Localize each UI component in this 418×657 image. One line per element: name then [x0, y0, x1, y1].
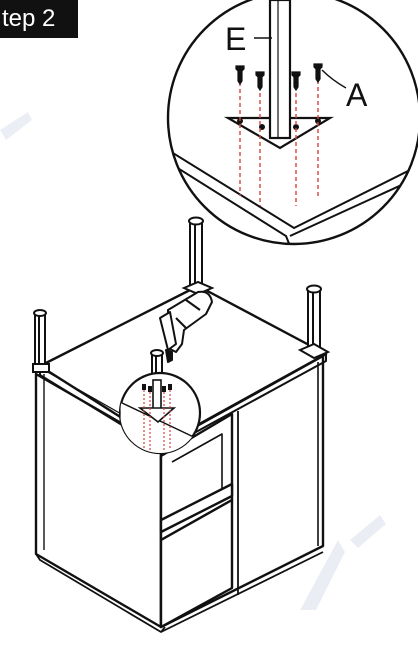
callout-label-a: A	[346, 77, 368, 113]
leg-e	[268, 0, 292, 140]
screw-icon	[235, 63, 323, 92]
leg-back	[181, 216, 215, 296]
callout-label-e: E	[225, 21, 247, 57]
cabinet-door	[159, 498, 234, 629]
power-drill-icon	[159, 290, 213, 363]
detail-circle-small	[118, 371, 202, 455]
leg-left	[32, 309, 50, 373]
cabinet-inner-shelf	[159, 482, 234, 534]
watermark	[0, 112, 386, 610]
step-title: tep 2	[0, 0, 78, 38]
leg-right	[297, 284, 331, 360]
detail-circle-large	[166, 0, 418, 246]
